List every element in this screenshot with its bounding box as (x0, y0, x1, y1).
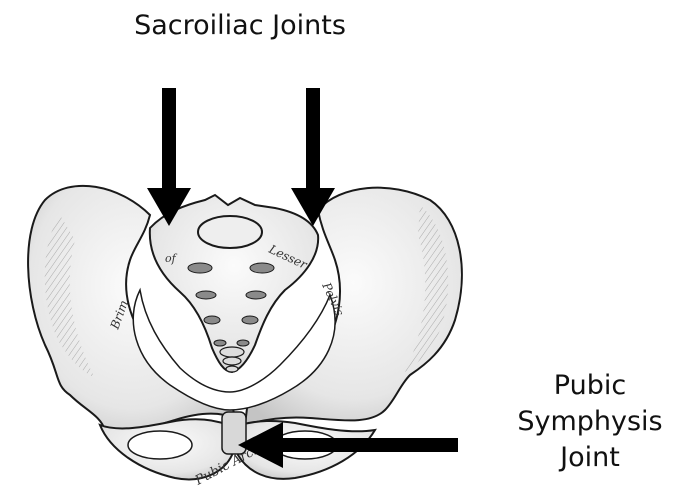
left-obturator-foramen (128, 431, 192, 459)
pubic-symphysis (222, 412, 246, 454)
pubic-symphysis-arrow (238, 422, 458, 468)
sacral-promontory (198, 216, 262, 248)
